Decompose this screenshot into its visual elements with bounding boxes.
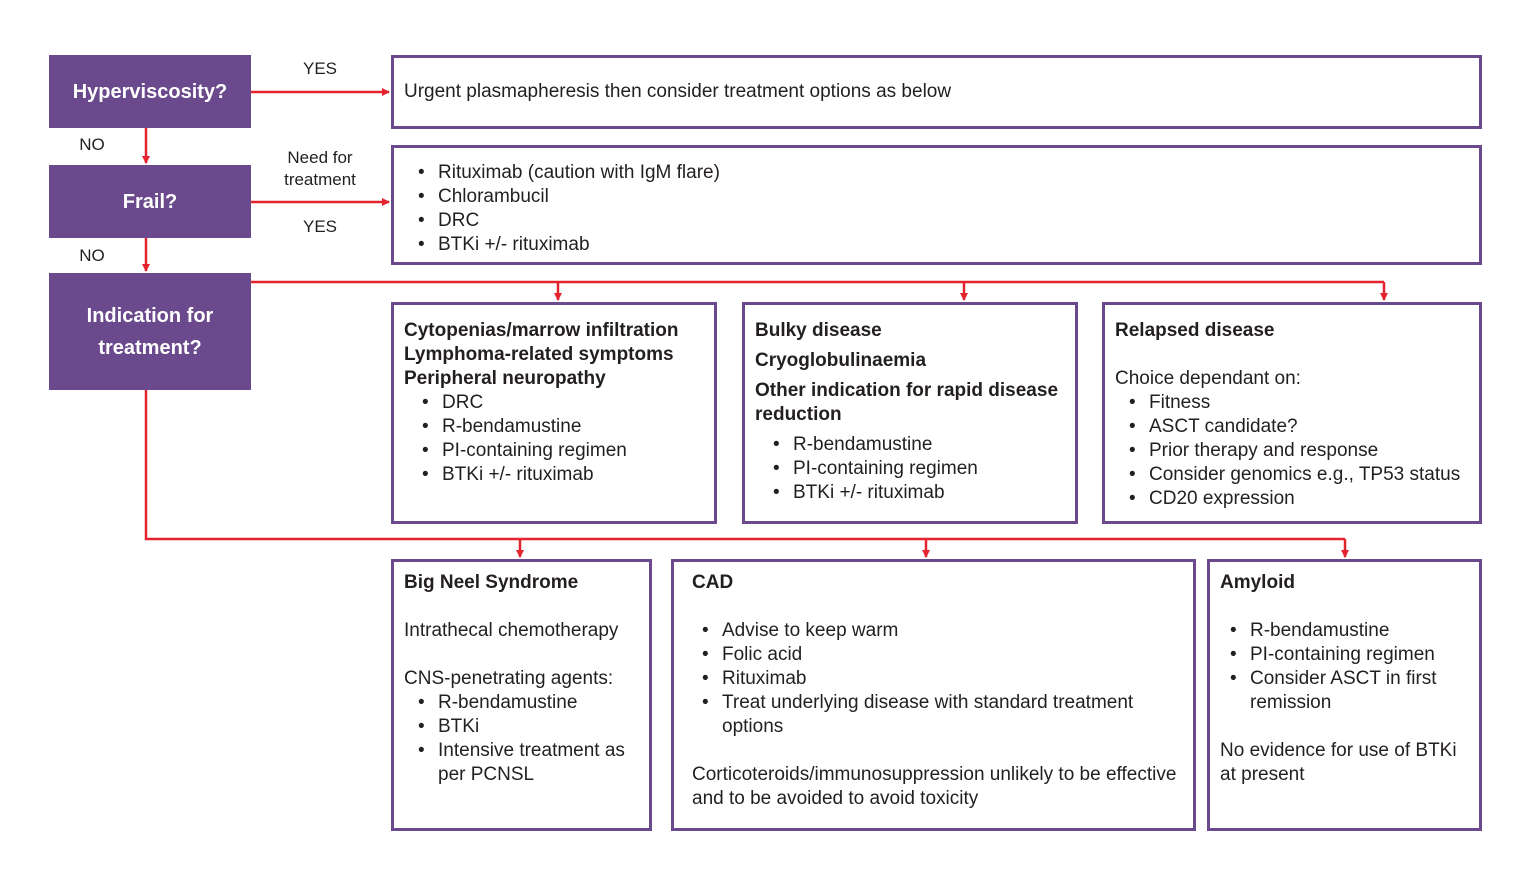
decision-frail: Frail? [49, 165, 251, 238]
list-item: PI-containing regimen [1230, 643, 1469, 667]
list-item: Consider genomics e.g., TP53 status [1129, 463, 1469, 487]
list-item: BTKi [418, 715, 639, 739]
cad-box: CAD Advise to keep warm Folic acid Ritux… [671, 559, 1196, 831]
list-item: BTKi +/- rituximab [418, 233, 1469, 257]
relapsed-disease-box: Relapsed disease Choice dependant on: Fi… [1102, 302, 1482, 524]
cytopenias-list: DRC R-bendamustine PI-containing regimen… [404, 391, 704, 487]
relapsed-list: Fitness ASCT candidate? Prior therapy an… [1115, 391, 1469, 511]
bing-neel-list: R-bendamustine BTKi Intensive treatment … [404, 691, 639, 787]
cryoglobulinaemia-heading: Cryoglobulinaemia [755, 350, 927, 371]
list-item: R-bendamustine [422, 415, 704, 439]
label-no-hyperviscosity: NO [79, 135, 105, 154]
cad-list: Advise to keep warm Folic acid Rituximab… [692, 619, 1183, 739]
list-item: PI-containing regimen [422, 439, 704, 463]
list-item: BTKi +/- rituximab [422, 463, 704, 487]
label-need-for-treatment: Need for treatment [284, 148, 356, 189]
lymphoma-symptoms-heading: Lymphoma-related symptoms [404, 344, 674, 365]
plasmapheresis-box: Urgent plasmapheresis then consider trea… [391, 55, 1482, 129]
frail-options-box: Rituximab (caution with IgM flare) Chlor… [391, 145, 1482, 265]
bulky-list: R-bendamustine PI-containing regimen BTK… [755, 433, 1065, 505]
list-item: CD20 expression [1129, 487, 1469, 511]
connector-bottom-row [144, 390, 1345, 541]
list-item: Treat underlying disease with standard t… [702, 691, 1183, 739]
list-item: Chlorambucil [418, 185, 1469, 209]
amyloid-note: No evidence for use of BTKi at present [1220, 740, 1457, 785]
bing-neel-line1: Intrathecal chemotherapy [404, 620, 619, 641]
list-item: Intensive treatment as per PCNSL [418, 739, 639, 787]
amyloid-heading: Amyloid [1220, 572, 1295, 593]
bing-neel-heading: Big Neel Syndrome [404, 572, 579, 593]
cad-note: Corticoteroids/immunosuppression unlikel… [692, 764, 1177, 809]
list-item: Rituximab [702, 667, 1183, 691]
relapsed-intro: Choice dependant on: [1115, 368, 1301, 389]
cytopenias-heading: Cytopenias/marrow infiltration [404, 320, 679, 341]
list-item: Consider ASCT in first remission [1230, 667, 1469, 715]
list-item: DRC [418, 209, 1469, 233]
plasmapheresis-text: Urgent plasmapheresis then consider trea… [404, 81, 952, 102]
decision-indication-label: Indication for treatment? [86, 304, 214, 359]
label-yes-hyperviscosity: YES [302, 59, 338, 78]
amyloid-box: Amyloid R-bendamustine PI-containing reg… [1207, 559, 1482, 831]
list-item: DRC [422, 391, 704, 415]
frail-options-list: Rituximab (caution with IgM flare) Chlor… [404, 161, 1469, 257]
list-item: R-bendamustine [418, 691, 639, 715]
bulky-heading: Bulky disease [755, 320, 882, 341]
list-item: Prior therapy and response [1129, 439, 1469, 463]
amyloid-list: R-bendamustine PI-containing regimen Con… [1220, 619, 1469, 715]
cad-heading: CAD [692, 572, 734, 593]
decision-frail-label: Frail? [122, 190, 178, 213]
list-item: PI-containing regimen [773, 457, 1065, 481]
rapid-reduction-heading: Other indication for rapid disease reduc… [755, 380, 1059, 425]
label-no-frail: NO [79, 246, 105, 265]
relapsed-heading: Relapsed disease [1115, 320, 1275, 341]
cytopenias-box: Cytopenias/marrow infiltration Lymphoma-… [391, 302, 717, 524]
bing-neel-box: Big Neel Syndrome Intrathecal chemothera… [391, 559, 652, 831]
list-item: Folic acid [702, 643, 1183, 667]
list-item: ASCT candidate? [1129, 415, 1469, 439]
list-item: Advise to keep warm [702, 619, 1183, 643]
bing-neel-intro: CNS-penetrating agents: [404, 668, 614, 689]
list-item: Rituximab (caution with IgM flare) [418, 161, 1469, 185]
list-item: BTKi +/- rituximab [773, 481, 1065, 505]
list-item: Fitness [1129, 391, 1469, 415]
neuropathy-heading: Peripheral neuropathy [404, 368, 606, 389]
decision-hyperviscosity-label: Hyperviscosity? [72, 80, 228, 103]
list-item: R-bendamustine [773, 433, 1065, 457]
list-item: R-bendamustine [1230, 619, 1469, 643]
decision-hyperviscosity: Hyperviscosity? [49, 55, 251, 128]
decision-indication: Indication for treatment? [49, 273, 251, 390]
bulky-disease-box: Bulky disease Cryoglobulinaemia Other in… [742, 302, 1078, 524]
label-yes-frail: YES [302, 217, 338, 236]
